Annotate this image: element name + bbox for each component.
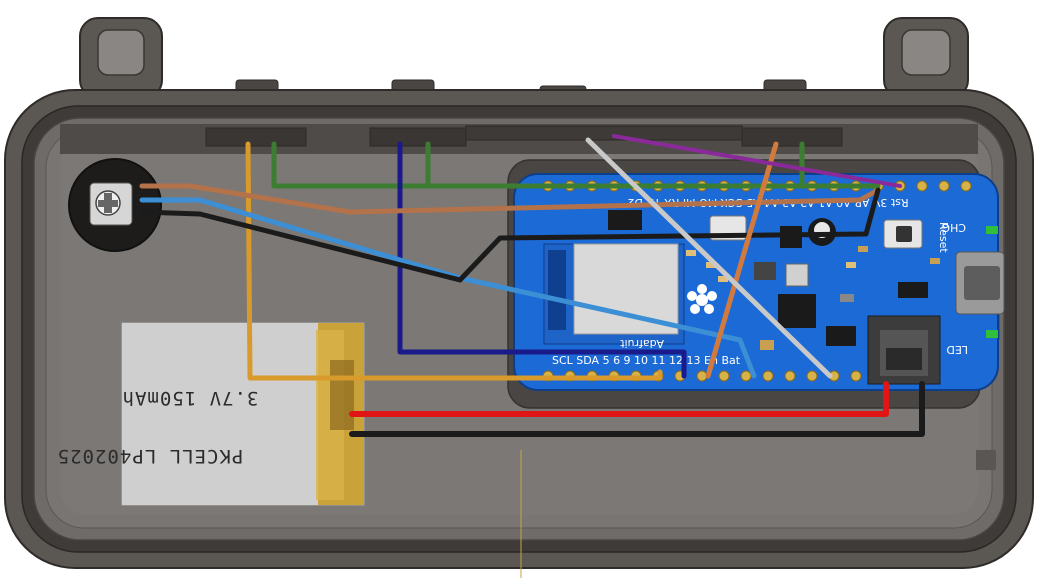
battery-spec-label: 3.7V 150mAh [122,387,259,409]
wire-gray [585,137,833,379]
usb-port-icon [955,251,1005,315]
wire-black-pot [139,187,881,283]
jst-connector-icon [867,315,941,385]
wire-red [349,381,889,417]
brand-label: Adafruit [620,337,664,350]
chg-label: CHG [942,221,966,234]
wire-purple [612,134,902,188]
adafruit-logo-icon [687,284,717,314]
bottom-pin-labels: SCL SDA 5 6 9 10 11 12 13 En Bat [552,354,741,367]
wire-green [271,141,881,189]
wiring [139,134,925,437]
battery: PKCELL LP402025 3.7V 150mAh [57,322,365,506]
wire-navy [397,141,687,379]
wire-brown [139,183,881,215]
feather-board: Rst 3V AR A0 A1 A2 A3 A4 A5 SCK MO MI RX… [513,173,1005,391]
battery-model-label: PKCELL LP402025 [57,445,244,467]
wire-black-battery [349,381,925,437]
potentiometer-icon [95,190,121,216]
led-label: LED [946,343,968,356]
potentiometer [68,158,162,252]
reset-label: Reset [937,222,950,253]
wire-orange-diag [705,141,779,379]
wire-orange [245,141,663,381]
